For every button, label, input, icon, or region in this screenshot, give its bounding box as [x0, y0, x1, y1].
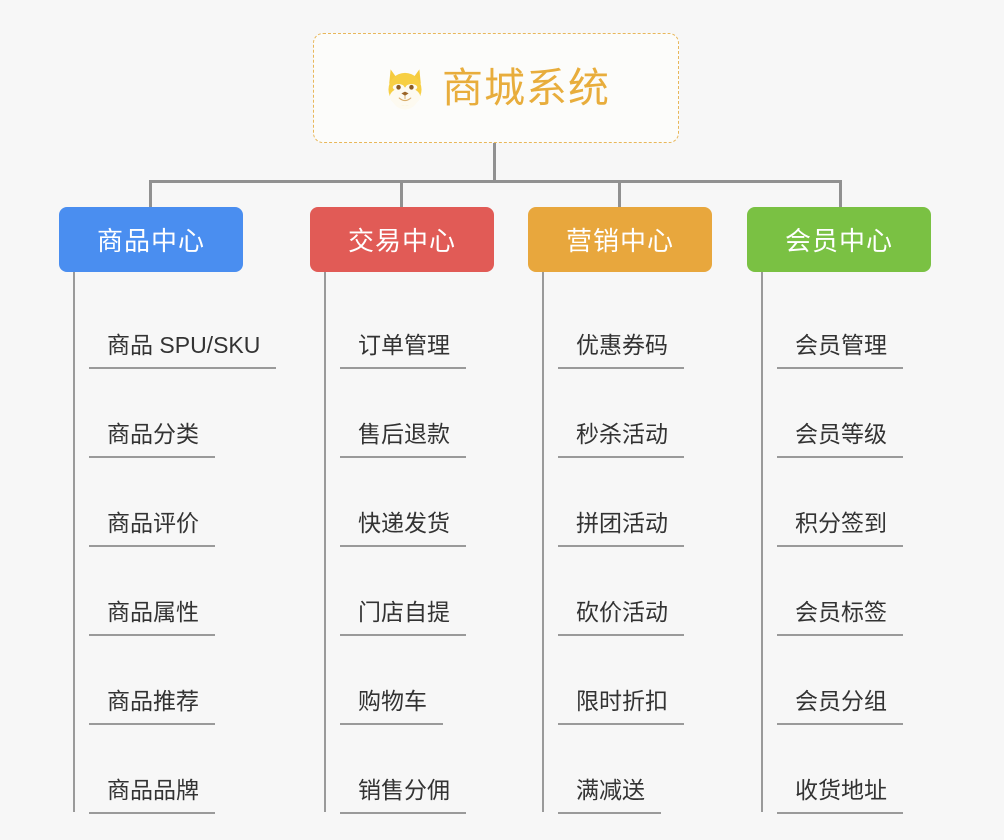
- leaf-item[interactable]: 商品评价: [73, 458, 276, 547]
- leaf-label: 商品属性: [89, 593, 215, 636]
- leaf-item[interactable]: 积分签到: [761, 458, 931, 547]
- leaf-label: 销售分佣: [340, 771, 466, 814]
- leaf-label: 会员管理: [777, 326, 903, 369]
- root-node[interactable]: 商城系统: [313, 33, 679, 143]
- branch-column-2: 营销中心 优惠券码 秒杀活动 拼团活动 砍价活动 限时折扣 满减送: [528, 207, 712, 814]
- connector-drop-2: [400, 180, 403, 208]
- connector-drop-3: [618, 180, 621, 208]
- branch-spine: [73, 272, 75, 812]
- leaf-label: 购物车: [340, 682, 443, 725]
- leaf-item[interactable]: 砍价活动: [542, 547, 712, 636]
- leaf-label: 商品分类: [89, 415, 215, 458]
- leaf-label: 商品 SPU/SKU: [89, 326, 277, 369]
- leaf-label: 售后退款: [340, 415, 466, 458]
- leaf-item[interactable]: 商品属性: [73, 547, 276, 636]
- leaf-item[interactable]: 售后退款: [324, 369, 494, 458]
- connector-root-stem: [493, 143, 496, 182]
- leaf-item[interactable]: 会员标签: [761, 547, 931, 636]
- branch-items-2: 优惠券码 秒杀活动 拼团活动 砍价活动 限时折扣 满减送: [542, 272, 712, 814]
- leaf-label: 收货地址: [777, 771, 903, 814]
- branch-column-0: 商品中心 商品 SPU/SKU 商品分类 商品评价 商品属性 商品推荐 商品品牌: [59, 207, 277, 814]
- branch-header-3[interactable]: 会员中心: [747, 207, 931, 272]
- leaf-label: 秒杀活动: [558, 415, 684, 458]
- leaf-item[interactable]: 会员等级: [761, 369, 931, 458]
- leaf-label: 会员标签: [777, 593, 903, 636]
- leaf-item[interactable]: 销售分佣: [324, 725, 494, 814]
- leaf-label: 积分签到: [777, 504, 903, 547]
- leaf-label: 门店自提: [340, 593, 466, 636]
- leaf-label: 商品评价: [89, 504, 215, 547]
- leaf-label: 优惠券码: [558, 326, 684, 369]
- leaf-label: 商品品牌: [89, 771, 215, 814]
- leaf-item[interactable]: 商品品牌: [73, 725, 276, 814]
- branch-items-0: 商品 SPU/SKU 商品分类 商品评价 商品属性 商品推荐 商品品牌: [73, 272, 277, 814]
- leaf-label: 订单管理: [340, 326, 466, 369]
- leaf-label: 会员分组: [777, 682, 903, 725]
- leaf-item[interactable]: 拼团活动: [542, 458, 712, 547]
- root-title: 商城系统: [442, 64, 610, 111]
- connector-drop-1: [149, 180, 152, 208]
- branch-items-1: 订单管理 售后退款 快递发货 门店自提 购物车 销售分佣: [324, 272, 494, 814]
- leaf-item[interactable]: 订单管理: [324, 280, 494, 369]
- connector-horizontal-bus: [149, 180, 842, 183]
- leaf-label: 砍价活动: [558, 593, 684, 636]
- branch-header-2[interactable]: 营销中心: [528, 207, 712, 272]
- shiba-dog-icon: [388, 69, 422, 110]
- branch-header-label: 交易中心: [347, 226, 456, 256]
- leaf-label: 快递发货: [340, 504, 466, 547]
- branch-spine: [542, 272, 544, 812]
- branch-column-3: 会员中心 会员管理 会员等级 积分签到 会员标签 会员分组 收货地址: [747, 207, 931, 814]
- leaf-label: 满减送: [558, 771, 661, 814]
- leaf-item[interactable]: 限时折扣: [542, 636, 712, 725]
- branch-items-3: 会员管理 会员等级 积分签到 会员标签 会员分组 收货地址: [761, 272, 931, 814]
- leaf-item[interactable]: 快递发货: [324, 458, 494, 547]
- leaf-item[interactable]: 商品推荐: [73, 636, 276, 725]
- branch-column-1: 交易中心 订单管理 售后退款 快递发货 门店自提 购物车 销售分佣: [310, 207, 494, 814]
- leaf-label: 限时折扣: [558, 682, 684, 725]
- branch-header-label: 商品中心: [96, 226, 205, 256]
- branch-header-label: 营销中心: [565, 226, 674, 256]
- branch-header-0[interactable]: 商品中心: [59, 207, 243, 272]
- branch-spine: [324, 272, 326, 812]
- leaf-item[interactable]: 满减送: [542, 725, 712, 814]
- leaf-item[interactable]: 购物车: [324, 636, 494, 725]
- leaf-item[interactable]: 会员分组: [761, 636, 931, 725]
- leaf-item[interactable]: 门店自提: [324, 547, 494, 636]
- leaf-item[interactable]: 收货地址: [761, 725, 931, 814]
- leaf-item[interactable]: 优惠券码: [542, 280, 712, 369]
- leaf-item[interactable]: 会员管理: [761, 280, 931, 369]
- branch-header-1[interactable]: 交易中心: [310, 207, 494, 272]
- leaf-item[interactable]: 商品分类: [73, 369, 276, 458]
- leaf-item[interactable]: 秒杀活动: [542, 369, 712, 458]
- branch-header-label: 会员中心: [784, 226, 893, 256]
- leaf-label: 会员等级: [777, 415, 903, 458]
- leaf-label: 商品推荐: [89, 682, 215, 725]
- branch-spine: [761, 272, 763, 812]
- leaf-label: 拼团活动: [558, 504, 684, 547]
- connector-drop-4: [839, 180, 842, 208]
- leaf-item[interactable]: 商品 SPU/SKU: [73, 280, 277, 369]
